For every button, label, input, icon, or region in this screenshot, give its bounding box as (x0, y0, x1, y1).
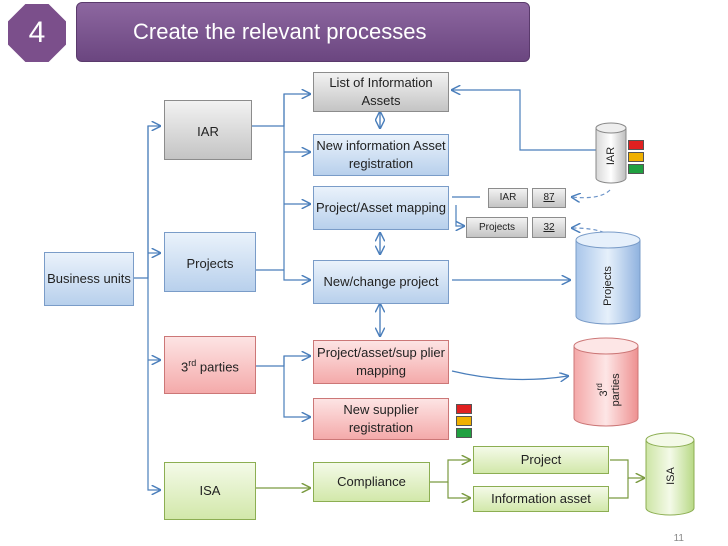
new-change-project-box: New/change project (313, 260, 449, 304)
business-units-box: Business units (44, 252, 134, 306)
projects-database-label: Projects (602, 266, 614, 306)
project-asset-supplier-mapping-box: Project/asset/sup plier mapping (313, 340, 449, 384)
counter-iar-label: IAR (488, 188, 528, 208)
isa-database-label: ISA (665, 467, 677, 485)
compliance-information-asset-box: Information asset (473, 486, 609, 512)
page-number: 11 (673, 533, 684, 544)
iar-database-label: IAR (605, 146, 617, 166)
compliance-box: Compliance (313, 462, 430, 502)
projects-category-box: Projects (164, 232, 256, 292)
amber-light (628, 152, 644, 162)
red-light (456, 404, 472, 414)
green-light (456, 428, 472, 438)
step-number-badge: 4 (8, 4, 66, 62)
page-title: Create the relevant processes (76, 2, 530, 62)
counter-projects-value[interactable]: 32 (532, 217, 566, 238)
counter-projects-label: Projects (466, 217, 528, 238)
third-parties-category-box: 3rd parties (164, 336, 256, 394)
list-of-information-assets-box: List of Information Assets (313, 72, 449, 112)
amber-light (456, 416, 472, 426)
red-light (628, 140, 644, 150)
new-supplier-registration-box: New supplier registration (313, 398, 449, 440)
compliance-project-box: Project (473, 446, 609, 474)
counter-iar-value[interactable]: 87 (532, 188, 566, 208)
iar-category-box: IAR (164, 100, 252, 160)
new-information-asset-registration-box: New information Asset registration (313, 134, 449, 176)
green-light (628, 164, 644, 174)
supplier-traffic-light (456, 404, 472, 438)
isa-category-box: ISA (164, 462, 256, 520)
iar-traffic-light (628, 140, 644, 174)
project-asset-mapping-box: Project/Asset mapping (313, 186, 449, 230)
